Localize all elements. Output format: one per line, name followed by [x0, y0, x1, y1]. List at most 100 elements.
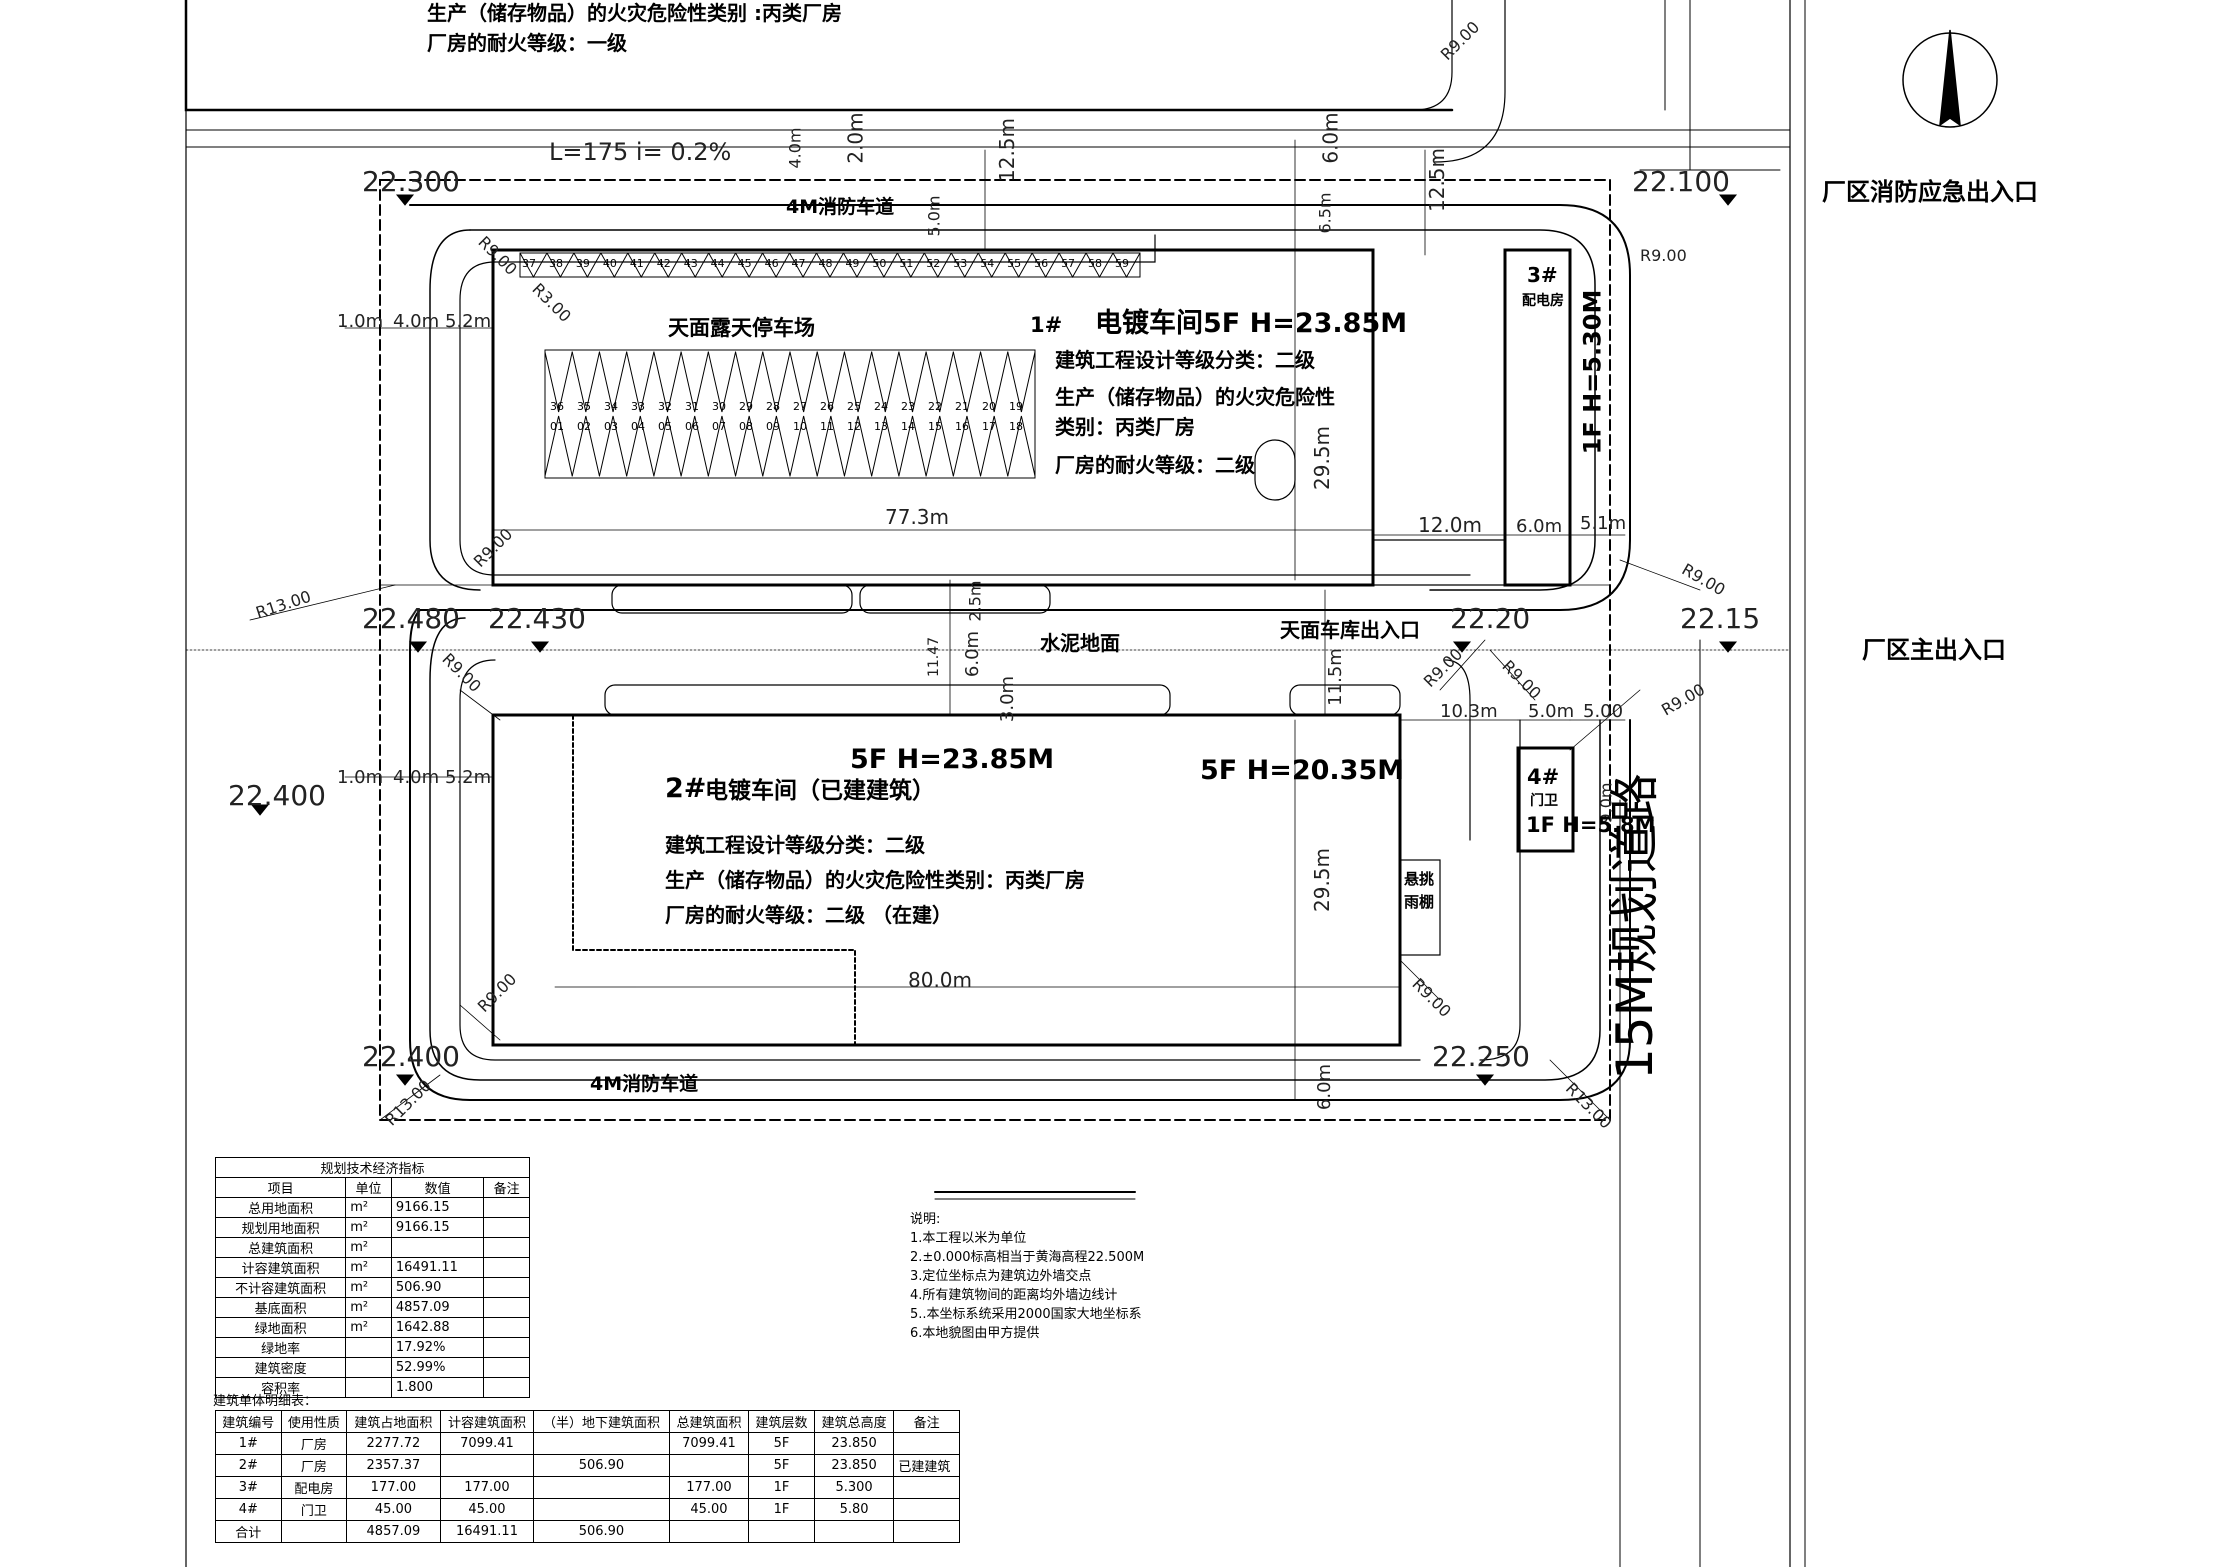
parking-stall — [762, 415, 791, 477]
parking-number: 53 — [953, 257, 968, 270]
table-cell: m² — [345, 1277, 392, 1298]
table-cell — [483, 1237, 530, 1258]
dim-label: 1.0m — [337, 767, 384, 788]
table-cell: 16491.11 — [390, 1257, 485, 1278]
bld-table-title: 建筑单体明细表： — [213, 1394, 318, 1409]
parking-stall — [925, 415, 954, 477]
dim-label: 1.0m — [337, 311, 384, 332]
table-cell: 5F — [748, 1432, 815, 1455]
b3-number: 3# — [1527, 263, 1558, 287]
parking-stall — [681, 252, 710, 279]
parking-stall — [735, 415, 764, 477]
parking-stall — [816, 252, 844, 279]
tech-col-header: 单位 — [345, 1177, 392, 1198]
table-cell: 23.850 — [813, 1432, 895, 1455]
dim-label: 4.0m — [393, 311, 440, 332]
parking-number: 51 — [899, 257, 914, 270]
parking-number: 08 — [739, 420, 753, 433]
table-cell: 506.90 — [533, 1454, 670, 1477]
table-cell — [345, 1357, 392, 1378]
b2-height-a: 5F H=23.85M — [850, 744, 1055, 775]
dim-label: 2.5m — [965, 580, 985, 622]
table-cell — [390, 1237, 485, 1258]
bld-col-header: 使用性质 — [280, 1410, 348, 1433]
b2-grade: 建筑工程设计等级分类：二级 — [665, 833, 925, 857]
parking-stall — [923, 252, 952, 279]
parking-stall — [598, 351, 628, 413]
tech-col-header: 数值 — [390, 1177, 485, 1198]
parking-number: 42 — [656, 257, 671, 270]
table-cell — [533, 1432, 670, 1455]
table-cell: 506.90 — [390, 1277, 485, 1298]
parking-stall — [950, 252, 979, 279]
parking-stall — [680, 415, 709, 477]
parking-number: 46 — [764, 257, 779, 270]
parking-number: 25 — [847, 400, 861, 413]
dim-label: 3.0m — [997, 675, 1019, 723]
parking-number: 38 — [548, 257, 563, 270]
table-cell: 绿地面积 — [214, 1317, 347, 1338]
parking-stall — [1007, 415, 1036, 477]
dim-label: 29.5m — [1310, 425, 1335, 491]
dim-label: 11.47 — [926, 636, 943, 678]
table-cell — [483, 1197, 530, 1218]
notes-block: 说明: 1.本工程以米为单位 2.±0.000标高相当于黄海高程22.500M … — [910, 1210, 1144, 1343]
parking-stall — [869, 252, 898, 279]
parking-stall — [896, 252, 925, 279]
parking-number-row-low: 01 02 03 04 05 06 07 08 09 10 11 12 13 1… — [550, 420, 1040, 433]
parking-stall — [1112, 252, 1141, 279]
table-cell: 不计容建筑面积 — [214, 1277, 347, 1298]
table-cell — [668, 1520, 750, 1543]
canopy-label-2: 雨棚 — [1404, 893, 1435, 911]
parking-number: 30 — [712, 400, 726, 413]
table-cell: 门卫 — [280, 1498, 348, 1521]
table-cell: 45.00 — [346, 1498, 441, 1521]
table-cell — [483, 1337, 530, 1358]
table-cell: 2357.37 — [346, 1454, 441, 1477]
tech-table-title: 规划技术经济指标 — [215, 1157, 530, 1178]
elevation-markers — [250, 194, 1738, 1086]
dim-label: 5.0m — [1528, 701, 1575, 722]
parking-number: 39 — [575, 257, 590, 270]
table-cell — [533, 1476, 670, 1499]
table-cell — [813, 1520, 895, 1543]
parking-number: 15 — [928, 420, 942, 433]
parking-number: 47 — [791, 257, 806, 270]
parking-stall — [980, 351, 1009, 413]
parking-stall — [843, 351, 873, 413]
parking-number: 01 — [550, 420, 564, 433]
table-cell: m² — [345, 1257, 392, 1278]
table-cell: 1# — [215, 1432, 282, 1455]
parking-number: 29 — [739, 400, 753, 413]
dim-label: 10.3m — [1440, 701, 1498, 722]
table-cell: 506.90 — [533, 1520, 670, 1543]
dim-label: 12.0m — [1418, 513, 1483, 537]
elev-w-low: 22.400 — [228, 779, 326, 812]
parking-stall — [654, 252, 683, 279]
parking-number: 40 — [602, 257, 617, 270]
table-cell: 52.99% — [390, 1357, 485, 1378]
parking-stall — [1058, 252, 1087, 279]
b1-number: 1# — [1030, 313, 1063, 337]
table-cell: 17.92% — [390, 1337, 485, 1358]
table-cell: 4857.09 — [346, 1520, 441, 1543]
building-1 — [491, 248, 1375, 587]
table-cell: 177.00 — [668, 1476, 750, 1499]
notes-item: 3.定位坐标点为建筑边外墙交点 — [910, 1269, 1092, 1284]
bld-col-header: 建筑编号 — [215, 1410, 282, 1433]
parking-number: 37 — [522, 257, 536, 270]
parking-stall — [952, 415, 982, 477]
table-cell: 45.00 — [439, 1498, 535, 1521]
table-cell — [483, 1257, 530, 1278]
table-cell: 规划用地面积 — [214, 1217, 347, 1238]
building-detail-table: 建筑编号 使用性质 建筑占地面积 计容建筑面积 （半）地下建筑面积 总建筑面积 … — [215, 1410, 960, 1543]
dim-label: 6.0m — [1314, 1063, 1336, 1111]
